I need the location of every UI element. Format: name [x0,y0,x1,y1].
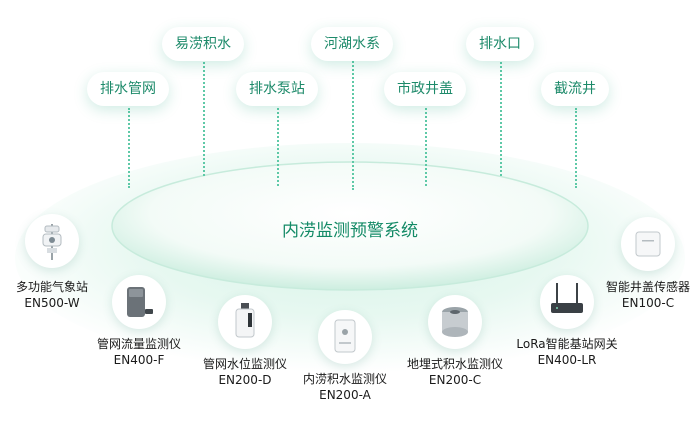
connector [203,58,205,176]
scenario-pill-4: 排水管网 [87,72,169,106]
scenario-pill-6: 市政井盖 [384,72,466,106]
device-name: LoRa智能基站网关 [516,337,618,351]
inner-ellipse [111,161,589,291]
system-title: 内涝监测预警系统 [282,221,418,241]
device-label-1: 多功能气象站 EN500-W [16,279,88,311]
connector [575,108,577,188]
connector [277,108,279,186]
scenario-pill-5: 排水泵站 [236,72,318,106]
device-model: EN500-W [24,296,80,310]
scenario-pill-3: 排水口 [466,27,534,61]
buried-meter-icon [428,295,482,349]
waterlogging-meter-icon [318,310,372,364]
device-name: 管网流量监测仪 [96,337,182,351]
device-label-7: 智能井盖传感器 EN100-C [606,279,690,311]
connector [500,58,502,176]
scenario-pill-7: 截流井 [541,72,609,106]
scenario-pill-2: 河湖水系 [311,27,393,61]
water-level-meter-icon [218,295,272,349]
device-model: EN200-C [428,373,482,387]
device-model: EN200-A [319,388,371,402]
lora-gateway-icon [540,275,594,329]
connector [425,108,427,186]
weather-station-icon [25,214,79,268]
device-model: EN400-LR [537,353,597,367]
device-label-3: 管网水位监测仪 EN200-D [203,356,287,388]
connector [128,108,130,188]
device-model: EN200-D [218,373,272,387]
device-model: EN400-F [113,353,165,367]
device-name: 地埋式积水监测仪 [406,357,504,371]
device-label-5: 地埋式积水监测仪 EN200-C [407,356,503,388]
device-label-6: LoRa智能基站网关 EN400-LR [516,336,617,368]
device-model: EN100-C [621,296,675,310]
device-label-2: 管网流量监测仪 EN400-F [97,336,181,368]
device-name: 管网水位监测仪 [202,357,288,371]
device-label-4: 内涝积水监测仪 EN200-A [303,371,387,403]
connector [352,58,354,190]
device-name: 多功能气象站 [15,280,89,294]
flow-meter-icon [112,275,166,329]
device-name: 内涝积水监测仪 [302,372,388,386]
manhole-sensor-icon [621,217,675,271]
scenario-pill-1: 易涝积水 [162,27,244,61]
device-name: 智能井盖传感器 [605,280,691,294]
